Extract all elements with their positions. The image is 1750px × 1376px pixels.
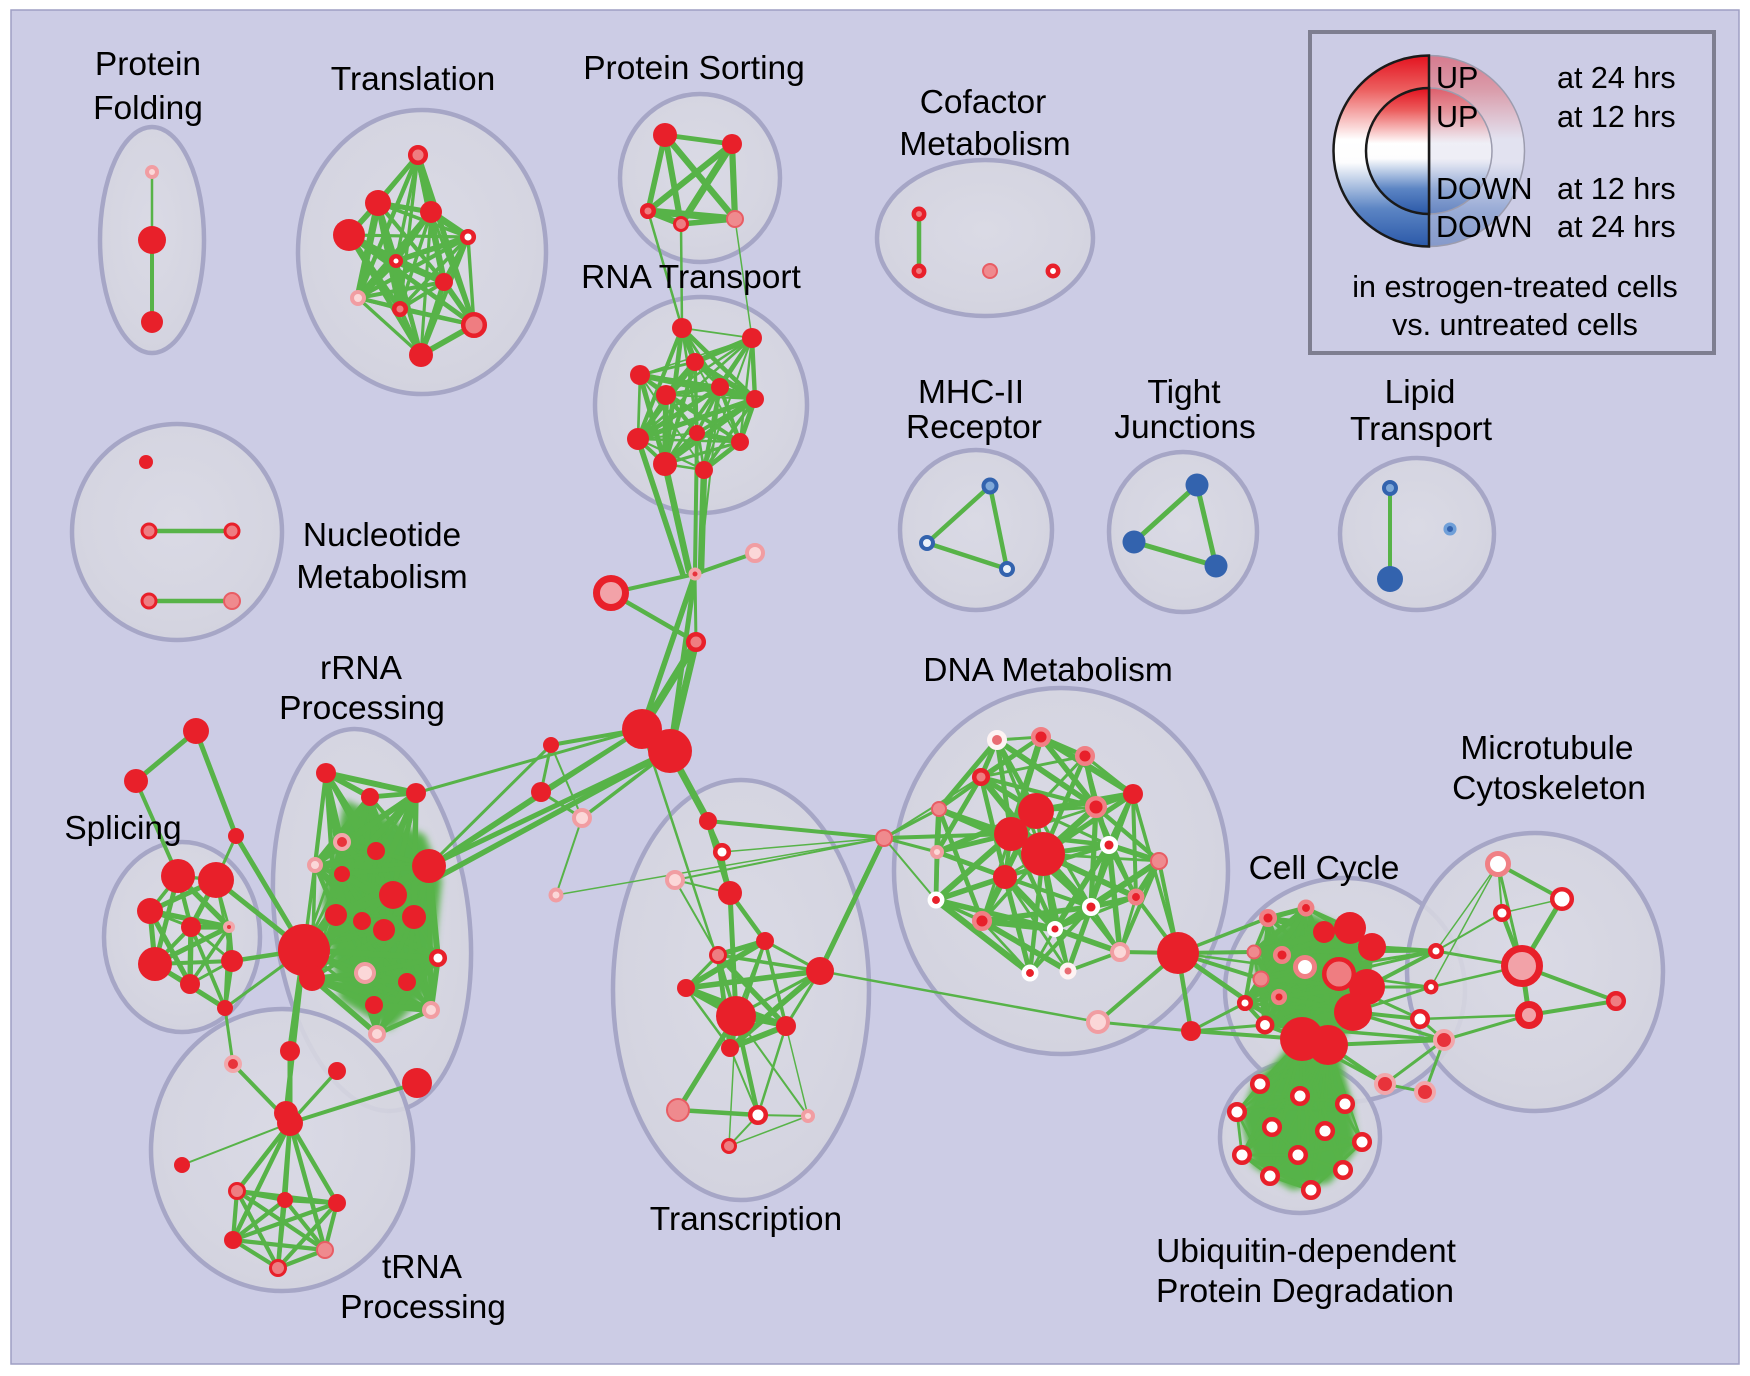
svg-text:Lipid: Lipid [1385,374,1456,411]
svg-text:Processing: Processing [279,690,445,727]
svg-text:at 24 hrs: at 24 hrs [1557,210,1676,244]
svg-text:Translation: Translation [331,61,495,98]
svg-text:Ubiquitin-dependent: Ubiquitin-dependent [1156,1233,1457,1270]
svg-text:Protein Sorting: Protein Sorting [583,50,805,87]
svg-text:in estrogen-treated cells: in estrogen-treated cells [1352,270,1678,304]
svg-text:MHC-II: MHC-II [918,374,1024,411]
svg-text:UP: UP [1436,100,1478,134]
svg-text:DNA Metabolism: DNA Metabolism [923,652,1172,689]
svg-text:Metabolism: Metabolism [899,126,1070,163]
svg-text:Receptor: Receptor [906,409,1042,446]
svg-text:Transport: Transport [1350,411,1493,448]
svg-text:UP: UP [1436,61,1478,95]
svg-text:RNA Transport: RNA Transport [581,259,801,296]
svg-text:Tight: Tight [1147,374,1221,411]
svg-text:Protein: Protein [95,46,201,83]
svg-text:at 12 hrs: at 12 hrs [1557,172,1676,206]
svg-text:Transcription: Transcription [650,1201,842,1238]
svg-text:DOWN: DOWN [1436,210,1533,244]
svg-text:Protein Degradation: Protein Degradation [1156,1273,1454,1310]
svg-text:Folding: Folding [93,90,203,127]
svg-text:Processing: Processing [340,1289,506,1326]
svg-text:Nucleotide: Nucleotide [303,517,461,554]
svg-text:Splicing: Splicing [64,810,181,847]
svg-text:tRNA: tRNA [382,1249,463,1286]
svg-text:Metabolism: Metabolism [296,559,467,596]
svg-text:Microtubule: Microtubule [1460,730,1633,767]
svg-text:Junctions: Junctions [1114,409,1256,446]
svg-text:rRNA: rRNA [320,650,403,687]
svg-text:at 24 hrs: at 24 hrs [1557,61,1676,95]
svg-text:at 12 hrs: at 12 hrs [1557,100,1676,134]
svg-text:vs. untreated cells: vs. untreated cells [1392,308,1638,342]
svg-text:Cytoskeleton: Cytoskeleton [1452,770,1646,807]
svg-text:DOWN: DOWN [1436,172,1533,206]
svg-text:Cofactor: Cofactor [920,84,1047,121]
svg-text:Cell Cycle: Cell Cycle [1249,850,1400,887]
